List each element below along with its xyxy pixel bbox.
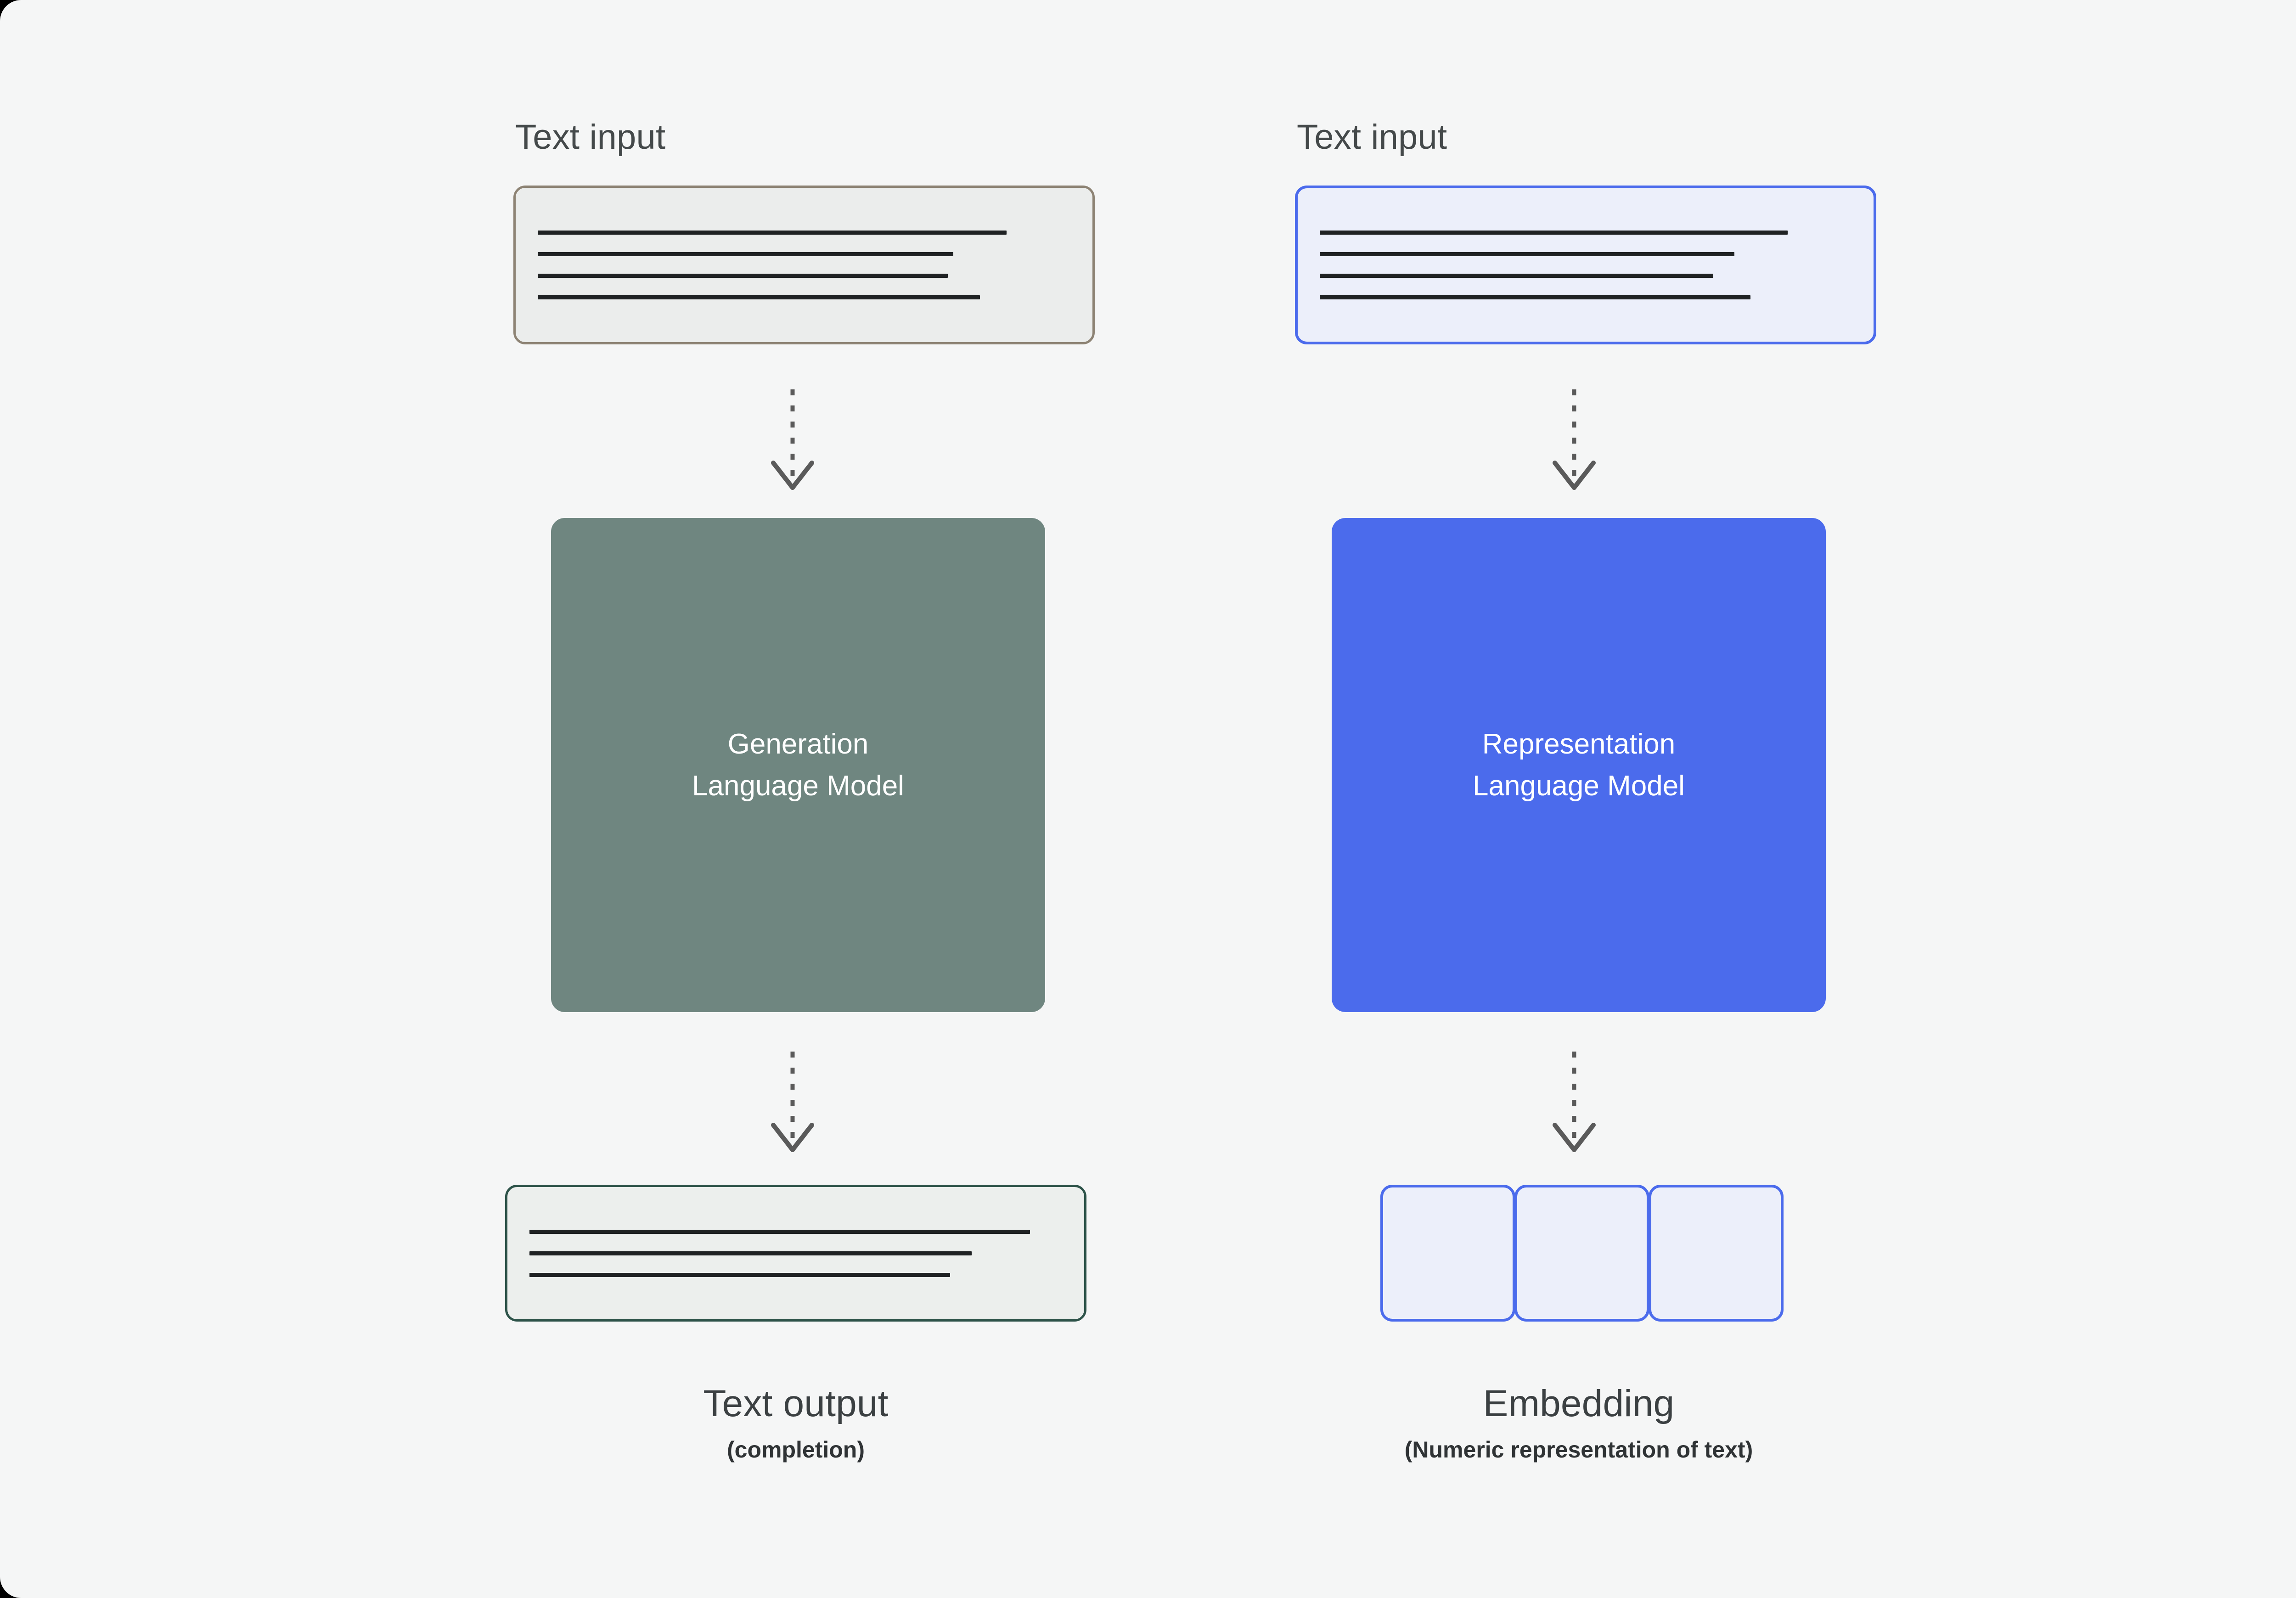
text-line — [1320, 252, 1735, 256]
caption-main-embedding: Embedding — [1483, 1383, 1675, 1424]
text-line — [529, 1251, 972, 1255]
arrow-down-icon-generation-to-output — [771, 1052, 814, 1152]
text-input-label-right: Text input — [1297, 118, 1447, 157]
text-line — [538, 231, 1007, 235]
text-input-box-representation — [1295, 186, 1876, 344]
embedding-cells-group — [1380, 1185, 1784, 1322]
text-line — [538, 295, 980, 299]
text-line — [538, 252, 953, 256]
caption-sub-numeric-representation: (Numeric representation of text) — [1404, 1437, 1753, 1463]
arrow-down-icon-input-to-generation — [771, 389, 814, 490]
caption-embedding: Embedding (Numeric representation of tex… — [1332, 1382, 1826, 1463]
text-line — [538, 274, 948, 278]
arrow-down-icon-representation-to-embedding — [1553, 1052, 1596, 1152]
text-input-box-generation — [513, 186, 1095, 344]
embedding-cell — [1380, 1185, 1515, 1322]
text-line — [1320, 274, 1713, 278]
arrow-down-icon-input-to-representation — [1553, 389, 1596, 490]
model-title-line1: Generation — [727, 728, 869, 760]
text-lines-group — [1298, 222, 1874, 308]
text-line — [1320, 295, 1750, 299]
embedding-cell — [1649, 1185, 1784, 1322]
text-input-label-left: Text input — [515, 118, 666, 157]
text-lines-group — [507, 1221, 1084, 1286]
text-output-box-generation — [505, 1185, 1086, 1322]
model-block-generation: Generation Language Model — [551, 518, 1045, 1012]
text-line — [1320, 231, 1788, 235]
caption-sub-completion: (completion) — [727, 1437, 865, 1463]
text-lines-group — [516, 222, 1092, 308]
model-title-line1: Representation — [1482, 728, 1676, 760]
embedding-cell — [1514, 1185, 1649, 1322]
caption-text-output: Text output (completion) — [505, 1382, 1086, 1463]
caption-main-text-output: Text output — [703, 1383, 889, 1424]
model-title-line2: Language Model — [692, 770, 904, 802]
model-title-line2: Language Model — [1473, 770, 1685, 802]
text-line — [529, 1272, 951, 1277]
text-line — [529, 1229, 1030, 1234]
model-block-representation: Representation Language Model — [1332, 518, 1826, 1012]
